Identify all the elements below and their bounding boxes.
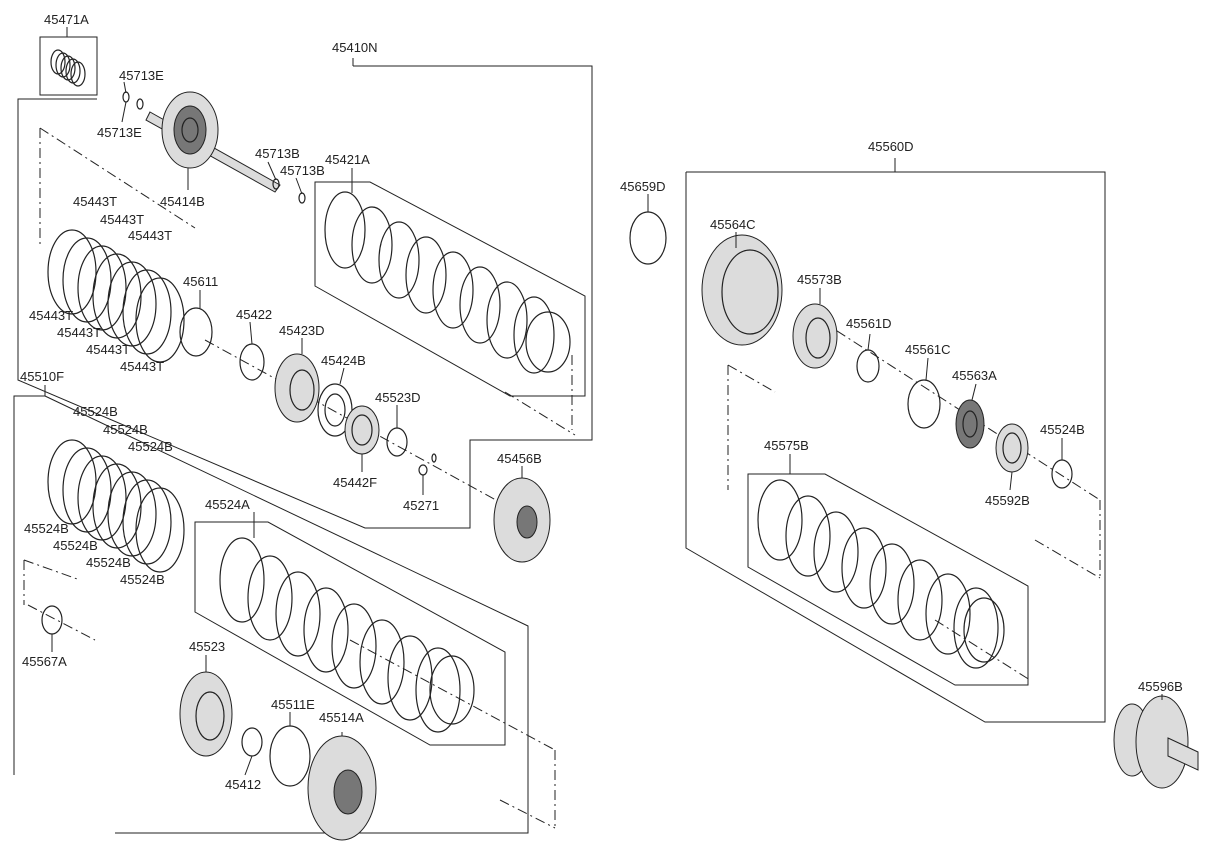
ring-45271 — [418, 453, 437, 476]
label-45524B-4: 45524B — [24, 521, 69, 536]
ring-45713E — [122, 91, 144, 110]
label-45713E-bottom: 45713E — [97, 125, 142, 140]
ring-45412 — [241, 727, 263, 757]
piston-45523 — [179, 671, 233, 757]
label-45471A: 45471A — [44, 12, 89, 27]
label-45524B-3: 45524B — [128, 439, 173, 454]
label-45443T-1: 45443T — [73, 194, 117, 209]
ring-45511E — [269, 725, 311, 787]
label-45510F: 45510F — [20, 369, 64, 384]
ring-45567A — [41, 605, 63, 635]
label-45456B: 45456B — [497, 451, 542, 466]
ring-45611 — [179, 307, 213, 357]
plate-45592B — [995, 423, 1029, 473]
ring-45561D — [856, 349, 880, 383]
label-45410N: 45410N — [332, 40, 378, 55]
label-45271: 45271 — [403, 498, 439, 513]
ring-45422 — [239, 343, 265, 381]
clutch-disks-45524A — [219, 537, 475, 733]
label-45659D: 45659D — [620, 179, 666, 194]
label-45423D: 45423D — [279, 323, 325, 338]
label-45443T-3: 45443T — [128, 228, 172, 243]
shaft-45414B — [145, 91, 281, 193]
label-45611: 45611 — [183, 274, 218, 289]
shaft-45596B — [1113, 695, 1199, 789]
ring-45561C — [907, 379, 941, 429]
clutch-disks-45421A — [324, 191, 571, 374]
label-45524B-right: 45524B — [1040, 422, 1085, 437]
label-45564C: 45564C — [710, 217, 756, 232]
gear-45456B — [493, 477, 551, 563]
label-45713E-top: 45713E — [119, 68, 164, 83]
spring-45471A — [50, 49, 86, 87]
assembly-45510F-frame — [13, 385, 529, 834]
part-labels: 45471A 45410N 45713E 45713E 45414B 45713… — [20, 12, 1183, 792]
label-45524B-1: 45524B — [73, 404, 118, 419]
label-45523D: 45523D — [375, 390, 421, 405]
label-45442F: 45442F — [333, 475, 377, 490]
bearing-45563A — [955, 399, 985, 449]
label-45514A: 45514A — [319, 710, 364, 725]
label-45524A: 45524A — [205, 497, 250, 512]
ring-45713B — [272, 178, 306, 204]
drum-45564C — [701, 234, 783, 346]
label-45592B: 45592B — [985, 493, 1030, 508]
piston-45573B — [792, 303, 838, 369]
clutch-disks-45575B — [757, 479, 1005, 669]
clutch-pack-45524A-box — [194, 521, 506, 746]
frame-45471A-box — [39, 36, 98, 96]
label-45443T-6: 45443T — [86, 342, 130, 357]
label-45443T-7: 45443T — [120, 359, 164, 374]
rings-45524B — [47, 439, 185, 573]
label-45596B: 45596B — [1138, 679, 1183, 694]
label-45560D: 45560D — [868, 139, 914, 154]
label-45524B-6: 45524B — [86, 555, 131, 570]
label-45573B: 45573B — [797, 272, 842, 287]
label-45511E: 45511E — [271, 697, 315, 712]
label-45561C: 45561C — [905, 342, 951, 357]
assembly-45560D-frame — [685, 158, 1106, 723]
assembly-45410N-frame — [17, 58, 593, 529]
label-45443T-4: 45443T — [29, 308, 73, 323]
clutch-pack-45575B-box — [747, 473, 1029, 686]
plate-45442F — [344, 405, 380, 455]
ring-45524B-right — [1051, 459, 1073, 489]
label-45575B: 45575B — [764, 438, 809, 453]
label-45567A: 45567A — [22, 654, 67, 669]
label-45713B-a: 45713B — [255, 146, 300, 161]
piston-45423D — [274, 353, 320, 423]
ring-45523D — [386, 427, 408, 457]
label-45414B: 45414B — [160, 194, 205, 209]
label-45443T-2: 45443T — [100, 212, 144, 227]
label-45524B-2: 45524B — [103, 422, 148, 437]
label-45561D: 45561D — [846, 316, 892, 331]
label-45422: 45422 — [236, 307, 272, 322]
label-45524B-5: 45524B — [53, 538, 98, 553]
label-45424B: 45424B — [321, 353, 366, 368]
label-45523: 45523 — [189, 639, 225, 654]
gear-45514A — [307, 735, 377, 841]
label-45421A: 45421A — [325, 152, 370, 167]
ring-45659D — [629, 211, 667, 265]
label-45443T-5: 45443T — [57, 325, 101, 340]
rings-45443T — [47, 229, 185, 363]
clutch-pack-45421A-box — [314, 181, 586, 397]
label-45563A: 45563A — [952, 368, 997, 383]
leader-lines — [51, 27, 1163, 776]
label-45412: 45412 — [225, 777, 261, 792]
label-45713B-b: 45713B — [280, 163, 325, 178]
label-45524B-7: 45524B — [120, 572, 165, 587]
